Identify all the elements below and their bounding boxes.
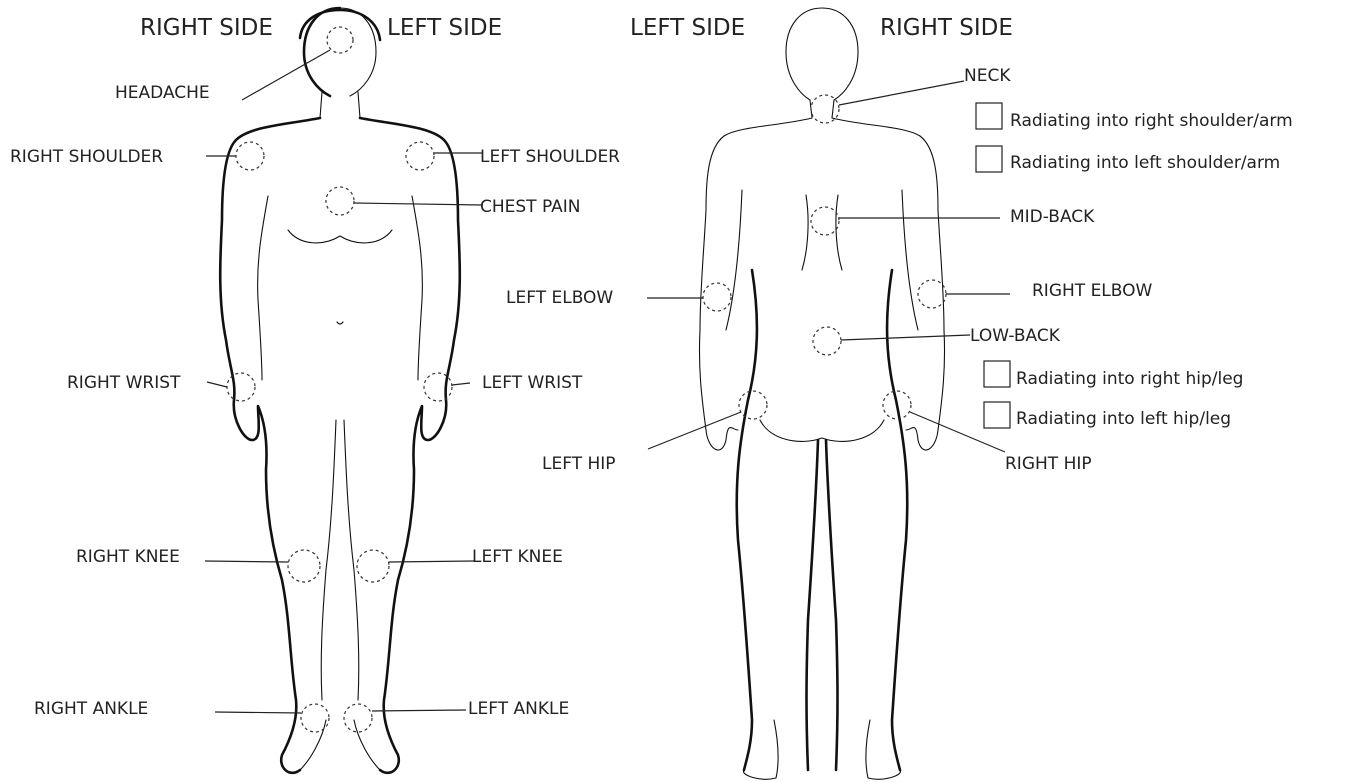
- right-wrist-leader: [207, 382, 227, 387]
- right-wrist-label: RIGHT WRIST: [67, 373, 181, 393]
- left-hip-spot[interactable]: [739, 391, 767, 419]
- right-hip-spot[interactable]: [883, 391, 911, 419]
- mid-back-spot[interactable]: [811, 207, 839, 235]
- right-elbow-spot[interactable]: [918, 280, 946, 308]
- right-elbow-label: RIGHT ELBOW: [1032, 281, 1153, 301]
- front-inner-right-arm: [258, 196, 268, 380]
- neck-spot[interactable]: [811, 95, 839, 123]
- right-hip-label: RIGHT HIP: [1005, 454, 1092, 474]
- left-ankle-leader: [372, 710, 466, 711]
- left-shoulder-label: LEFT SHOULDER: [480, 147, 620, 167]
- back-right-side-heading: RIGHT SIDE: [880, 15, 1013, 41]
- left-knee-spot[interactable]: [357, 550, 389, 582]
- right-knee-label: RIGHT KNEE: [76, 547, 180, 567]
- front-inner-legs: [321, 420, 359, 700]
- chest-pain-leader: [354, 203, 482, 205]
- headache-spot[interactable]: [327, 27, 353, 53]
- front-outline-right: [220, 118, 320, 773]
- low-back-spot[interactable]: [813, 327, 841, 355]
- front-navel: [337, 322, 343, 324]
- front-left-side-heading: LEFT SIDE: [387, 15, 502, 41]
- headache-label: HEADACHE: [115, 83, 210, 103]
- mid-back-label: MID-BACK: [1010, 207, 1095, 227]
- neck-leader: [839, 81, 964, 105]
- back-body-figure: [699, 8, 944, 779]
- back-buttocks-line: [760, 420, 884, 441]
- front-chest-line: [288, 230, 392, 243]
- left-hip-label: LEFT HIP: [542, 454, 616, 474]
- left-wrist-label: LEFT WRIST: [482, 373, 583, 393]
- front-inner-left-arm: [412, 196, 422, 380]
- left-shoulder-spot[interactable]: [406, 142, 434, 170]
- left-ankle-spot[interactable]: [344, 704, 372, 732]
- neck-right-radiating-checkbox[interactable]: [976, 103, 1002, 129]
- front-right-side-heading: RIGHT SIDE: [140, 15, 273, 41]
- left-wrist-spot[interactable]: [424, 373, 452, 401]
- left-ankle-label: LEFT ANKLE: [468, 699, 569, 719]
- headache-leader: [242, 50, 330, 100]
- back-outline-right: [887, 270, 907, 770]
- back-outline-left: [737, 270, 757, 770]
- left-wrist-leader: [452, 383, 470, 385]
- back-inner-legs: [807, 440, 838, 770]
- right-ankle-leader: [215, 712, 301, 713]
- hip-right-radiating-label: Radiating into right hip/leg: [1016, 369, 1243, 389]
- neck-left-radiating-checkbox[interactable]: [976, 146, 1002, 172]
- right-shoulder-spot[interactable]: [236, 142, 264, 170]
- hip-left-radiating-checkbox[interactable]: [984, 402, 1010, 428]
- left-knee-leader: [389, 561, 474, 562]
- front-outline-left: [360, 118, 460, 773]
- right-ankle-spot[interactable]: [301, 704, 329, 732]
- neck-label: NECK: [964, 66, 1011, 86]
- neck-left-radiating-label: Radiating into left shoulder/arm: [1010, 153, 1280, 173]
- left-hip-leader: [648, 412, 741, 449]
- left-elbow-spot[interactable]: [703, 283, 731, 311]
- low-back-label: LOW-BACK: [970, 326, 1061, 346]
- right-shoulder-label: RIGHT SHOULDER: [10, 147, 163, 167]
- front-neck: [320, 92, 360, 118]
- hip-right-radiating-checkbox[interactable]: [984, 361, 1010, 387]
- hip-left-radiating-label: Radiating into left hip/leg: [1016, 409, 1231, 429]
- chest-pain-label: CHEST PAIN: [480, 197, 581, 217]
- chest-pain-spot[interactable]: [326, 187, 354, 215]
- back-left-side-heading: LEFT SIDE: [630, 15, 745, 41]
- front-body-figure: [220, 8, 460, 773]
- right-ankle-label: RIGHT ANKLE: [34, 699, 148, 719]
- right-knee-spot[interactable]: [288, 550, 320, 582]
- left-elbow-label: LEFT ELBOW: [506, 288, 613, 308]
- neck-right-radiating-label: Radiating into right shoulder/arm: [1010, 111, 1293, 131]
- left-knee-label: LEFT KNEE: [472, 547, 563, 567]
- low-back-leader: [841, 335, 970, 340]
- right-wrist-spot[interactable]: [227, 373, 255, 401]
